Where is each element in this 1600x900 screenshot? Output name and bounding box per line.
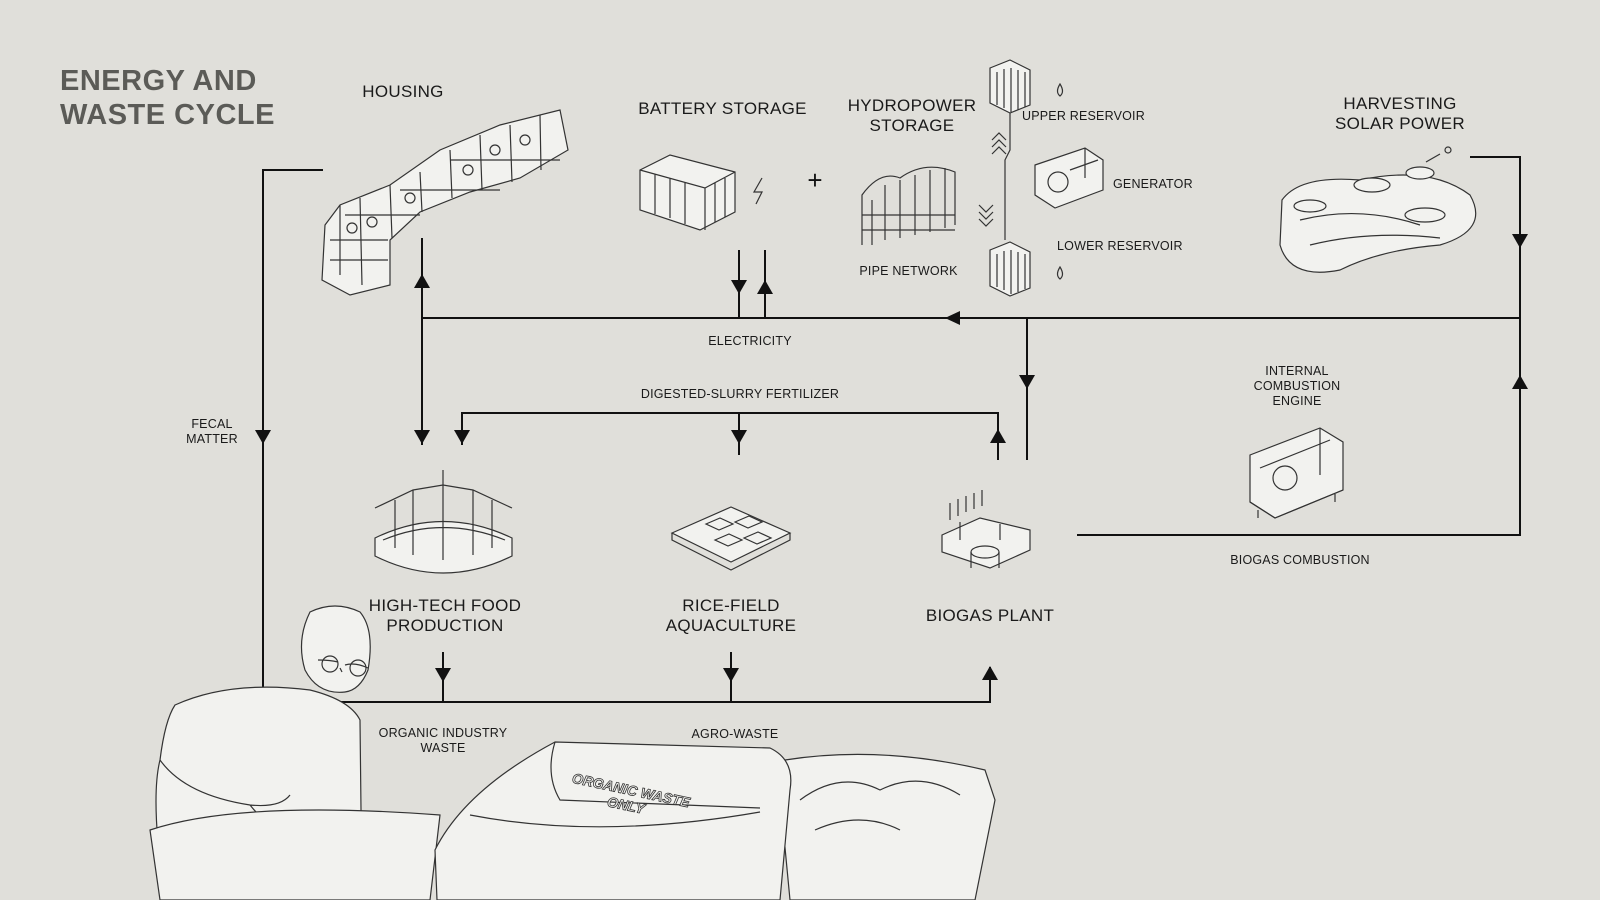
left-bin — [149, 809, 441, 900]
electricity-label: ELECTRICITY — [708, 334, 792, 348]
upper-reservoir-label: UPPER RESERVOIR — [1022, 109, 1145, 123]
solar-power-label: HARVESTING SOLAR POWER — [1320, 94, 1480, 135]
rice-label-line-2: AQUACULTURE — [665, 616, 797, 636]
fecal-matter-label: FECAL MATTER — [172, 417, 252, 447]
housing-label: HOUSING — [362, 82, 444, 101]
engine-label-line-2: COMBUSTION — [1253, 379, 1341, 393]
solar-label-line-1: HARVESTING — [1343, 94, 1457, 113]
upper-reservoir-icon — [989, 59, 1031, 114]
food-label-line-1: HIGH-TECH FOOD — [368, 596, 522, 615]
engine-up-arrow — [1512, 375, 1528, 389]
engine-output-line — [1077, 318, 1521, 536]
food-production-label: HIGH-TECH FOOD PRODUCTION — [360, 596, 530, 637]
biogas-electricity-arrow — [1019, 375, 1035, 389]
rice-label-line-1: RICE-FIELD — [682, 596, 780, 615]
title-line-1: ENERGY AND — [60, 65, 257, 97]
battery-up-arrow — [757, 280, 773, 294]
agro-waste-label: AGRO-WASTE — [691, 727, 779, 741]
fecal-label-line-1: FECAL — [191, 417, 233, 431]
title-line-2: WASTE CYCLE — [60, 99, 275, 132]
slurry-fertilizer-line — [461, 412, 999, 460]
rice-aquaculture-label: RICE-FIELD AQUACULTURE — [656, 596, 806, 637]
solar-down-arrow — [1512, 234, 1528, 248]
biogas-plant-label: BIOGAS PLANT — [925, 606, 1055, 625]
fecal-label-line-2: MATTER — [186, 432, 238, 446]
generator-label: GENERATOR — [1113, 177, 1193, 191]
waste-collection-line — [263, 667, 991, 703]
lower-reservoir-icon — [989, 241, 1031, 297]
organic-label-line-2: WASTE — [420, 741, 466, 755]
biogas-waste-arrow — [982, 666, 998, 680]
hydropower-label-line-1: HYDROPOWER — [847, 96, 977, 115]
battery-down-arrow — [731, 280, 747, 294]
biogas-plant-illustration — [941, 490, 1031, 569]
battery-storage-label: BATTERY STORAGE — [638, 99, 807, 118]
housing-up-arrow — [414, 274, 430, 288]
generator-icon — [1034, 147, 1104, 209]
diagram-title: ENERGY AND WASTE CYCLE — [60, 64, 275, 132]
pipe-network-label: PIPE NETWORK — [859, 264, 958, 278]
electricity-west-arrow — [945, 311, 960, 325]
organic-label-line-1: ORGANIC INDUSTRY — [378, 726, 508, 740]
solar-label-line-2: SOLAR POWER — [1335, 114, 1465, 134]
flow-arrows — [255, 234, 1528, 682]
waste-bins-illustration: ORGANIC WASTE ONLY — [149, 741, 996, 900]
engine-illustration — [1249, 427, 1344, 519]
biogas-combustion-label: BIOGAS COMBUSTION — [1230, 553, 1370, 567]
food-waste-arrow — [435, 668, 451, 682]
lower-reservoir-label: LOWER RESERVOIR — [1057, 239, 1183, 253]
engine-label-line-3: ENGINE — [1272, 394, 1322, 408]
battery-illustration — [639, 154, 763, 231]
slurry-to-rice-arrow — [731, 430, 747, 444]
fecal-down-arrow — [255, 430, 271, 444]
fecal-matter-line — [262, 169, 323, 702]
engine-label-line-1: INTERNAL — [1265, 364, 1329, 378]
slurry-fertilizer-label: DIGESTED-SLURRY FERTILIZER — [640, 387, 840, 401]
rice-aquaculture-illustration — [670, 506, 792, 571]
organic-waste-bin — [434, 741, 792, 900]
slurry-to-food-arrow — [454, 430, 470, 444]
hydropower-illustration — [861, 59, 1104, 297]
organic-industry-waste-label: ORGANIC INDUSTRY WASTE — [378, 726, 508, 756]
hydropower-storage-label: HYDROPOWER STORAGE — [842, 96, 982, 137]
agro-waste-arrow — [723, 668, 739, 682]
hydropower-label-line-2: STORAGE — [869, 116, 955, 136]
right-bin-open — [779, 753, 996, 900]
housing-illustration — [321, 109, 569, 296]
engine-label: INTERNAL COMBUSTION ENGINE — [1237, 364, 1357, 409]
slurry-up-arrow — [990, 429, 1006, 443]
food-production-illustration — [374, 470, 513, 574]
food-electricity-arrow — [414, 430, 430, 444]
food-label-line-2: PRODUCTION — [386, 616, 504, 636]
plus-sign: + — [807, 165, 822, 195]
solar-output-line — [1470, 156, 1521, 318]
solar-illustration — [1279, 146, 1477, 273]
